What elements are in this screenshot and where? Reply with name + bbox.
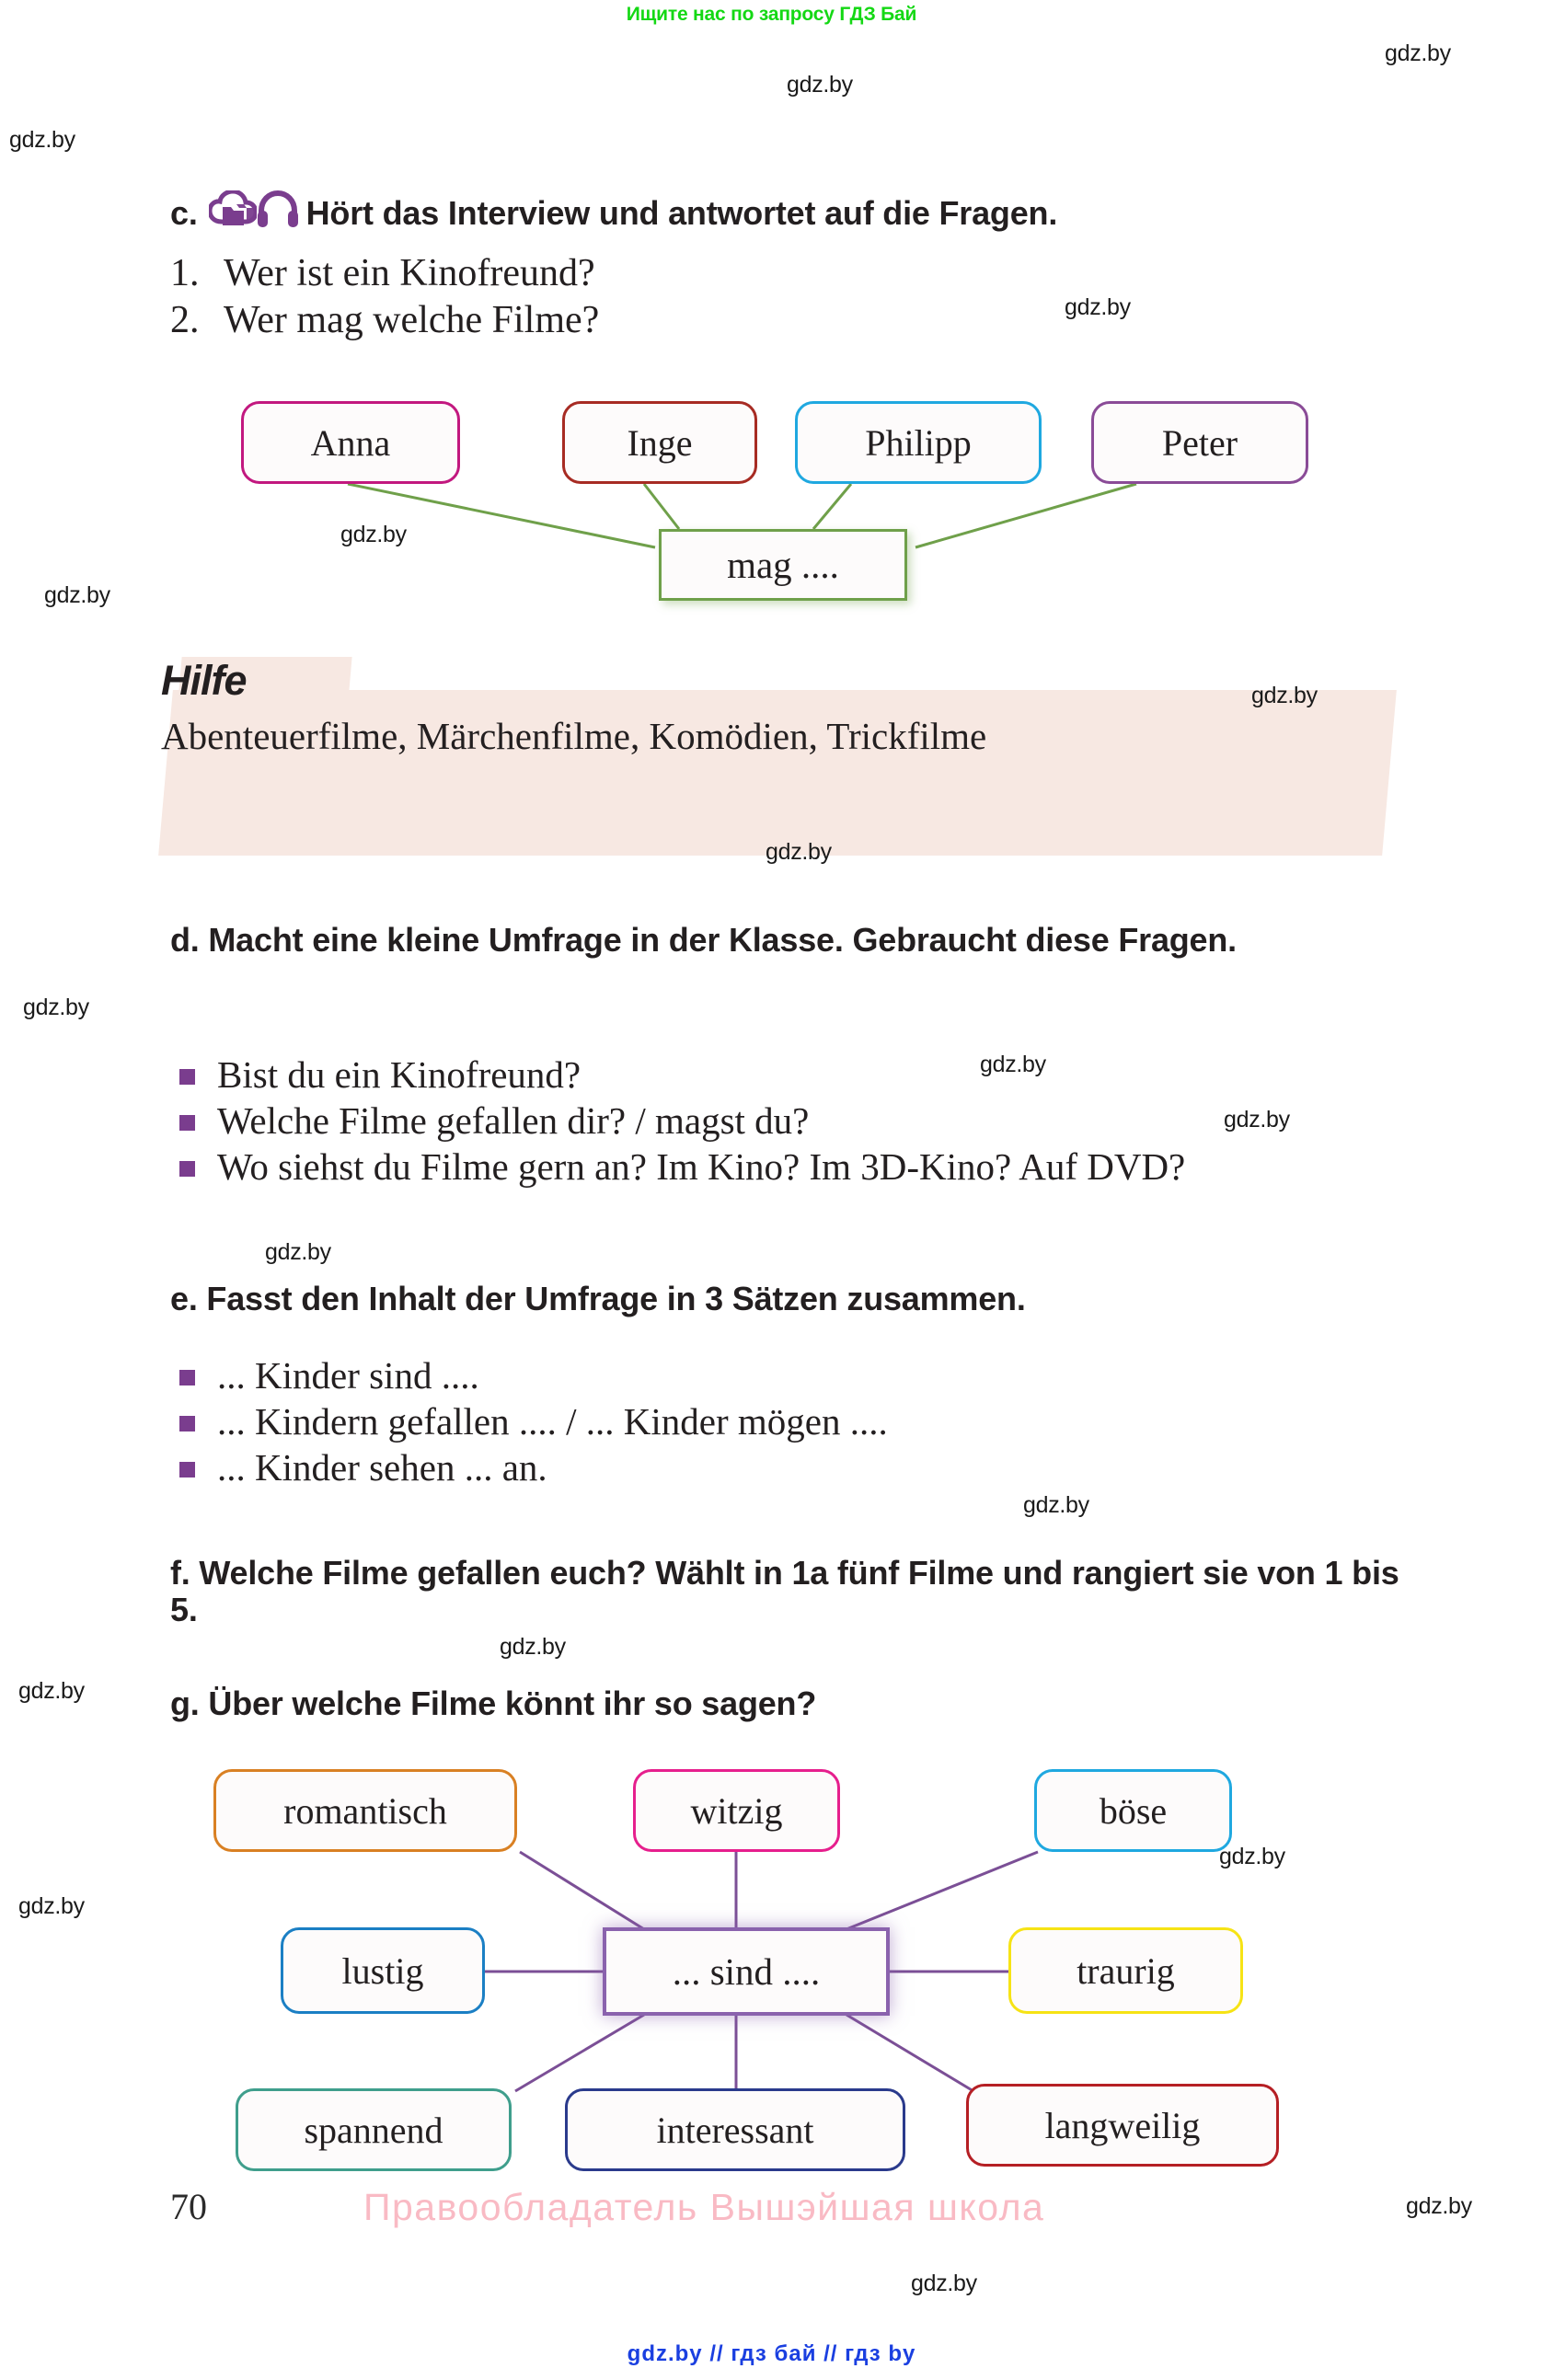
node-label: traurig	[1077, 1949, 1175, 1992]
node-langweilig[interactable]: langweilig	[966, 2084, 1279, 2167]
bullet-item: ... Kindern gefallen .... / ... Kinder m…	[179, 1398, 1422, 1444]
gdz-watermark: gdz.by	[1219, 1844, 1285, 1869]
node-label: Inge	[627, 421, 693, 464]
node-label: romantisch	[283, 1789, 447, 1832]
mindmap-mag-connectors	[347, 482, 1137, 549]
bullet-text: Bist du ein Kinofreund?	[217, 1053, 582, 1096]
gdz-watermark: gdz.by	[911, 2271, 977, 2296]
gdz-watermark: gdz.by	[9, 127, 75, 153]
node-peter[interactable]: Peter	[1091, 401, 1308, 484]
node-label: ... sind ....	[672, 1950, 821, 1993]
square-bullet-icon	[179, 1069, 195, 1085]
section-c-title: Hört das Interview und antwortet auf die…	[305, 194, 1058, 232]
square-bullet-icon	[179, 1462, 195, 1478]
node-spannend[interactable]: spannend	[236, 2088, 512, 2171]
gdz-watermark: gdz.by	[18, 1893, 85, 1919]
node-label: interessant	[656, 2109, 814, 2151]
square-bullet-icon	[179, 1416, 195, 1432]
node-sind-center[interactable]: ... sind ....	[603, 1927, 890, 2016]
node-label: spannend	[304, 2109, 443, 2151]
section-g-heading: g. Über welche Filme könnt ihr so sagen?	[170, 1684, 817, 1722]
bullet-text: ... Kindern gefallen .... / ... Kinder m…	[217, 1400, 888, 1443]
mindmap-sind: romantisch witzig böse lustig traurig sp…	[0, 1753, 1543, 2171]
section-e-heading: e. Fasst den Inhalt der Umfrage in 3 Sät…	[170, 1280, 1026, 1317]
node-label: witzig	[690, 1789, 783, 1832]
gdz-watermark: gdz.by	[1224, 1107, 1290, 1133]
square-bullet-icon	[179, 1370, 195, 1385]
node-label: Peter	[1161, 421, 1238, 464]
section-e-bullets: ... Kinder sind .... ... Kindern gefalle…	[179, 1352, 1422, 1490]
bullet-text: Wo siehst du Filme gern an? Im Kino? Im …	[217, 1145, 1186, 1189]
gdz-watermark: gdz.by	[1406, 2193, 1472, 2219]
question-text: Wer ist ein Kinofreund?	[224, 252, 595, 294]
gdz-watermark: gdz.by	[787, 72, 853, 98]
hilfe-word-list: Abenteuerfilme, Märchenfilme, Komödien, …	[161, 715, 987, 757]
node-label: langweilig	[1044, 2104, 1201, 2146]
hilfe-box: Hilfe Abenteuerfilme, Märchenfilme, Komö…	[138, 635, 1426, 902]
node-label: böse	[1099, 1789, 1168, 1832]
node-label: mag ....	[727, 544, 839, 586]
bullet-text: ... Kinder sehen ... an.	[217, 1446, 547, 1489]
gdz-watermark: gdz.by	[1251, 683, 1318, 708]
node-traurig[interactable]: traurig	[1008, 1927, 1243, 2014]
node-philipp[interactable]: Philipp	[795, 401, 1042, 484]
gdz-watermark: gdz.by	[340, 522, 407, 547]
gdz-watermark: gdz.by	[766, 839, 832, 865]
square-bullet-icon	[179, 1115, 195, 1132]
node-label: Anna	[310, 421, 391, 464]
hilfe-label: Hilfe	[161, 657, 248, 704]
question-item: 1. Wer ist ein Kinofreund?	[170, 250, 599, 297]
gdz-watermark: gdz.by	[265, 1239, 331, 1265]
bullet-item: ... Kinder sehen ... an.	[179, 1444, 1422, 1490]
gdz-watermark: gdz.by	[980, 1052, 1046, 1077]
gdz-watermark: gdz.by	[500, 1634, 566, 1660]
gdz-watermark: gdz.by	[1065, 294, 1131, 320]
node-romantisch[interactable]: romantisch	[213, 1769, 517, 1852]
bullet-item: Bist du ein Kinofreund?	[179, 1052, 1422, 1098]
node-interessant[interactable]: interessant	[565, 2088, 905, 2171]
mindmap-sind-connectors	[483, 1850, 1039, 2093]
section-c-letter: c.	[170, 194, 198, 232]
top-watermark-banner: Ищите нас по запросу ГДЗ Бай	[626, 4, 917, 25]
bullet-item: Wo siehst du Filme gern an? Im Kino? Im …	[179, 1144, 1422, 1190]
gdz-watermark: gdz.by	[18, 1678, 85, 1704]
node-witzig[interactable]: witzig	[633, 1769, 840, 1852]
question-text: Wer mag welche Filme?	[224, 299, 600, 342]
bullet-item: Welche Filme gefallen dir? / magst du?	[179, 1098, 1422, 1144]
question-number: 1.	[170, 252, 200, 294]
section-d-bullets: Bist du ein Kinofreund? Welche Filme gef…	[179, 1052, 1422, 1190]
section-d-heading: d. Macht eine kleine Umfrage in der Klas…	[170, 921, 1237, 959]
gdz-watermark: gdz.by	[44, 582, 110, 608]
section-f-heading: f. Welche Filme gefallen euch? Wählt in …	[170, 1554, 1399, 1629]
node-anna[interactable]: Anna	[241, 401, 460, 484]
bullet-item: ... Kinder sind ....	[179, 1352, 1422, 1398]
bottom-watermark-links: gdz.by // гдз бай // гдз by	[627, 2341, 916, 2366]
page-number: 70	[170, 2186, 207, 2227]
gdz-watermark: gdz.by	[23, 995, 89, 1020]
bullet-text: ... Kinder sind ....	[217, 1354, 479, 1397]
gdz-watermark: gdz.by	[1385, 40, 1451, 66]
section-c-heading: c. Hört das Interview und antwortet auf …	[170, 189, 1058, 236]
gdz-watermark: gdz.by	[1023, 1492, 1089, 1518]
question-item: 2. Wer mag welche Filme?	[170, 297, 599, 344]
node-boese[interactable]: böse	[1034, 1769, 1232, 1852]
node-label: lustig	[341, 1949, 424, 1992]
cloud-folder-icon	[207, 189, 259, 236]
headphones-icon	[257, 190, 299, 236]
bullet-text: Welche Filme gefallen dir? / magst du?	[217, 1099, 810, 1143]
node-lustig[interactable]: lustig	[281, 1927, 485, 2014]
question-number: 2.	[170, 299, 200, 342]
node-inge[interactable]: Inge	[562, 401, 757, 484]
square-bullet-icon	[179, 1161, 195, 1178]
section-c-question-list: 1. Wer ist ein Kinofreund? 2. Wer mag we…	[170, 250, 599, 344]
mindmap-mag: Anna Inge Philipp Peter mag ....	[0, 386, 1543, 616]
node-mag-center[interactable]: mag ....	[659, 529, 907, 601]
node-label: Philipp	[865, 421, 972, 464]
copyright-watermark: Правообладатель Вышэйшая школа	[363, 2186, 1045, 2228]
